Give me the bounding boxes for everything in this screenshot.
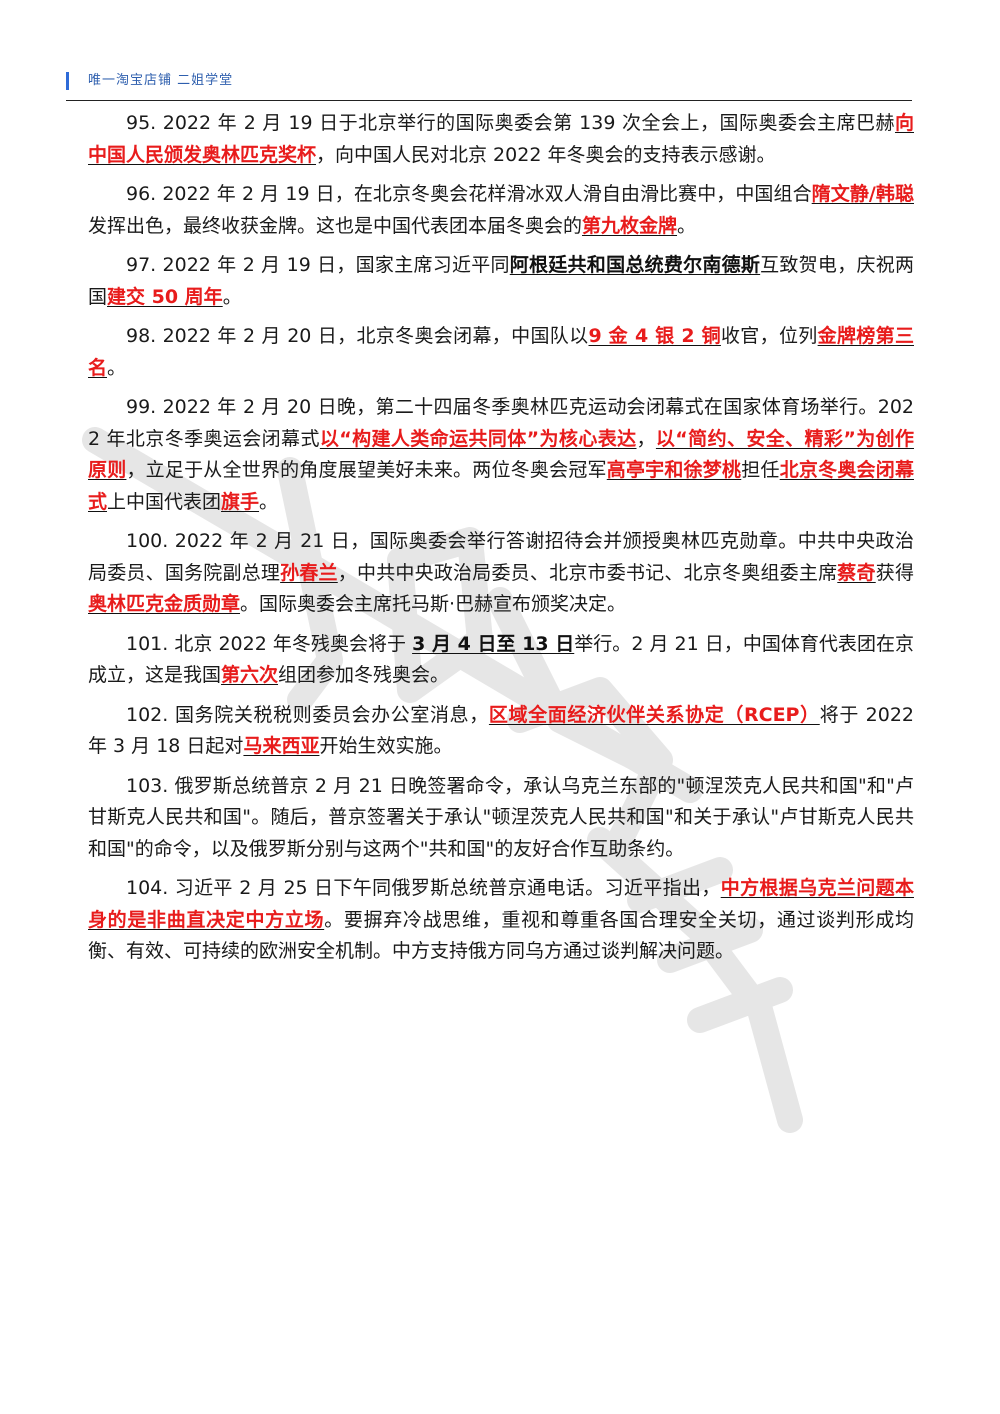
- item-text: 举行。2 月 21 日，中国体育代表团在京成立，这是我国: [88, 632, 914, 687]
- item-102: 102. 国务院关税税则委员会办公室消息，区域全面经济伙伴关系协定（RCEP）将…: [88, 700, 914, 763]
- item-text: 。国际奥委会主席托马斯·巴赫宣布颁奖决定。: [240, 593, 627, 615]
- highlighted-answer: 区域全面经济伙伴关系协定（RCEP）: [488, 703, 820, 726]
- highlighted-answer: 金牌榜第三名: [88, 325, 914, 379]
- item-text: 95. 2022 年 2 月 19 日于北京举行的国际奥委会第 139 次全会上…: [126, 112, 895, 134]
- item-103: 103. 俄罗斯总统普京 2 月 21 日晚签署命令，承认乌克兰东部的"顿涅茨克…: [88, 771, 914, 866]
- highlighted-answer: 中方根据乌克兰问题本身的是非曲直决定中方立场: [88, 877, 914, 931]
- item-text: ，向中国人民对北京 2022 年冬奥会的支持表示感谢。: [316, 143, 776, 166]
- highlighted-answer: 北京冬奥会闭幕式: [88, 459, 914, 513]
- item-text: 99. 2022 年 2 月 20 日晚，第二十四届冬季奥林匹克运动会闭幕式在国…: [88, 396, 914, 450]
- item-text: 100. 2022 年 2 月 21 日，国际奥委会举行答谢招待会并颁授奥林匹克…: [88, 530, 914, 584]
- item-text: 发挥出色，最终收获金牌。这也是中国代表团本届冬奥会的: [88, 214, 583, 237]
- item-96: 96. 2022 年 2 月 19 日，在北京冬奥会花样滑冰双人滑自由滑比赛中，…: [88, 179, 914, 242]
- highlighted-answer: 马来西亚: [243, 735, 320, 757]
- highlighted-answer: 第六次: [221, 664, 279, 686]
- highlighted-answer: 阿根廷共和国总统费尔南德斯: [509, 254, 761, 276]
- highlighted-answer: 9 金 4 银 2 铜: [588, 325, 721, 347]
- header-text: 唯一淘宝店铺 二姐学堂: [88, 73, 234, 88]
- item-text: 104. 习近平 2 月 25 日下午同俄罗斯总统普京通电话。习近平指出，: [126, 877, 721, 899]
- item-text: 担任: [741, 459, 780, 481]
- highlighted-answer: 建交 50 周年: [107, 285, 223, 308]
- item-text: 。: [677, 214, 697, 237]
- item-text: 97. 2022 年 2 月 19 日，国家主席习近平同: [126, 254, 510, 276]
- highlighted-answer: 高亭宇和徐梦桃: [606, 459, 742, 481]
- item-101: 101. 北京 2022 年冬残奥会将于 3 月 4 日至 13 日举行。2 月…: [88, 629, 914, 692]
- header-accent-bar: [66, 72, 69, 90]
- item-99: 99. 2022 年 2 月 20 日晚，第二十四届冬季奥林匹克运动会闭幕式在国…: [88, 392, 914, 518]
- item-text: 103. 俄罗斯总统普京 2 月 21 日晚签署命令，承认乌克兰东部的"顿涅茨克…: [88, 774, 914, 860]
- highlighted-answer: 隋文静/韩聪: [811, 183, 914, 205]
- item-text: 。: [259, 490, 279, 513]
- highlighted-answer: 旗手: [221, 490, 260, 513]
- item-text: 获得: [875, 561, 914, 584]
- item-text: 。要摒弃冷战思维，重视和尊重各国合理安全关切，通过谈判形成均衡、有效、可持续的欧…: [88, 908, 914, 963]
- item-text: 收官，位列: [720, 325, 818, 347]
- highlighted-answer: 向中国人民颁发奥林匹克奖杯: [88, 112, 914, 166]
- item-text: 101. 北京 2022 年冬残奥会将于: [126, 632, 413, 655]
- page-header: 唯一淘宝店铺 二姐学堂: [66, 66, 912, 101]
- highlighted-answer: 孙春兰: [280, 561, 338, 584]
- item-text: ，: [636, 427, 656, 450]
- item-text: 。: [107, 356, 127, 379]
- highlighted-answer: 蔡奇: [837, 561, 876, 584]
- highlighted-answer: 第九枚金牌: [582, 214, 678, 237]
- item-text: 96. 2022 年 2 月 19 日，在北京冬奥会花样滑冰双人滑自由滑比赛中，…: [126, 183, 812, 205]
- question-list: 95. 2022 年 2 月 19 日于北京举行的国际奥委会第 139 次全会上…: [88, 108, 914, 976]
- item-text: 98. 2022 年 2 月 20 日，北京冬奥会闭幕，中国队以: [126, 325, 589, 347]
- item-text: 组团参加冬残奥会。: [278, 664, 450, 686]
- item-97: 97. 2022 年 2 月 19 日，国家主席习近平同阿根廷共和国总统费尔南德…: [88, 250, 914, 313]
- item-100: 100. 2022 年 2 月 21 日，国际奥委会举行答谢招待会并颁授奥林匹克…: [88, 526, 914, 621]
- highlighted-answer: 以“简约、安全、精彩”为创作原则: [88, 427, 914, 482]
- item-text: 将于 2022 年 3 月 18 日起对: [88, 703, 914, 758]
- highlighted-answer: 3 月 4 日至 13 日: [412, 632, 575, 655]
- item-text: ，中共中央政治局委员、北京市委书记、北京冬奥组委主席: [337, 561, 838, 584]
- highlighted-answer: 奥林匹克金质勋章: [88, 593, 241, 615]
- item-text: 开始生效实施。: [319, 735, 453, 757]
- item-95: 95. 2022 年 2 月 19 日于北京举行的国际奥委会第 139 次全会上…: [88, 108, 914, 171]
- item-text: 互致贺电，庆祝两国: [88, 254, 914, 308]
- item-text: 。: [222, 285, 242, 308]
- item-text: 上中国代表团: [107, 490, 222, 513]
- item-98: 98. 2022 年 2 月 20 日，北京冬奥会闭幕，中国队以9 金 4 银 …: [88, 321, 914, 384]
- item-text: ，立足于从全世界的角度展望美好未来。两位冬奥会冠军: [126, 459, 607, 481]
- item-104: 104. 习近平 2 月 25 日下午同俄罗斯总统普京通电话。习近平指出，中方根…: [88, 873, 914, 968]
- item-text: 102. 国务院关税税则委员会办公室消息，: [126, 703, 489, 726]
- highlighted-answer: 以“构建人类命运共同体”为核心表达: [319, 427, 637, 450]
